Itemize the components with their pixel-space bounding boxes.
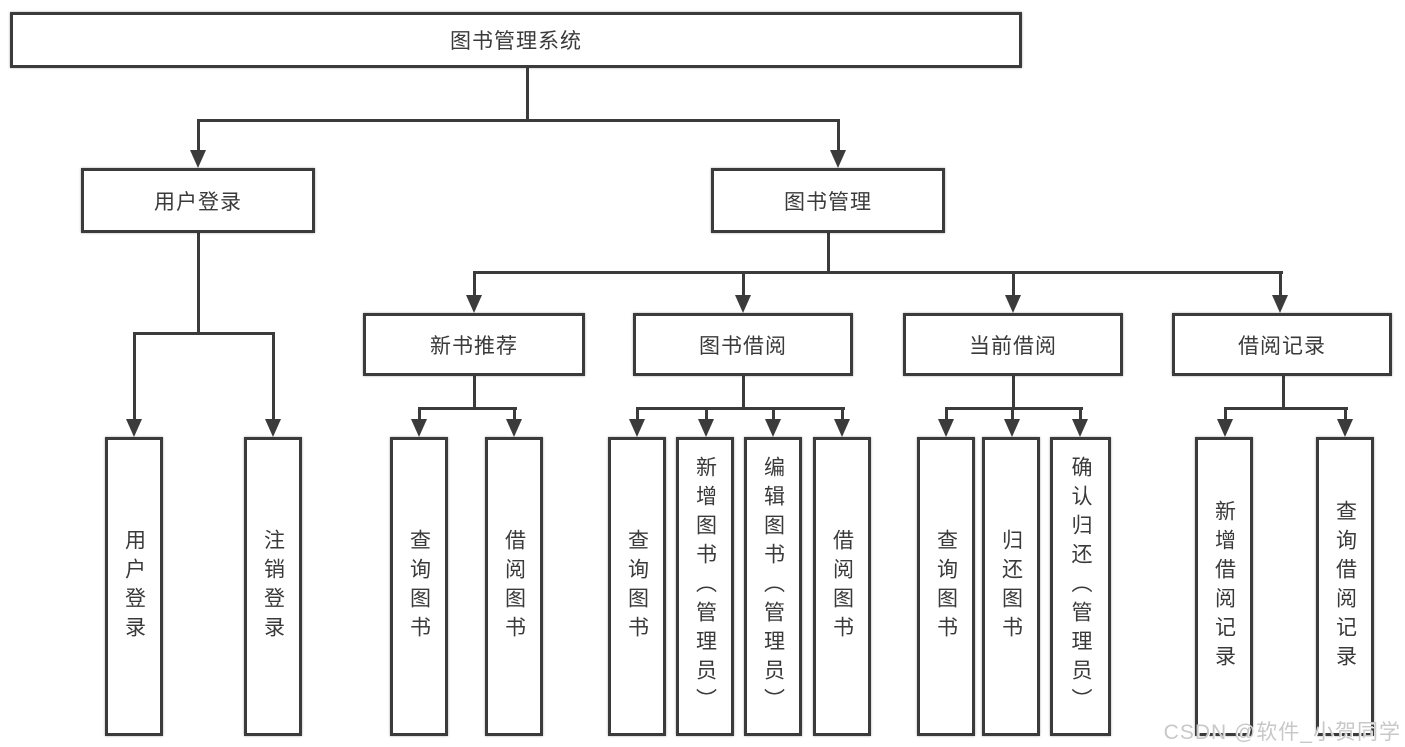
- leaf-label: 用户登录: [122, 528, 146, 645]
- connector-line: [636, 407, 845, 410]
- leaf-label: 编辑图书（管理员）: [761, 456, 785, 717]
- connector-line: [472, 376, 476, 409]
- node-book-borrowing: 图书借阅: [633, 313, 853, 376]
- arrow-down-icon: [1217, 419, 1233, 437]
- arrow-down-icon: [265, 419, 281, 437]
- connector-line: [1223, 408, 1227, 421]
- connector-line: [741, 272, 745, 297]
- connector-line: [945, 407, 1083, 410]
- leaf-label: 查询图书: [934, 528, 958, 645]
- connector-line: [836, 119, 840, 152]
- leaf-query-books-borrow: 查询图书: [608, 437, 666, 736]
- connector-line: [704, 408, 708, 421]
- node-book-management: 图书管理: [711, 168, 945, 233]
- connector-line: [635, 408, 639, 421]
- connector-line: [1278, 272, 1282, 297]
- connector-line: [132, 333, 136, 421]
- arrow-down-icon: [506, 419, 522, 437]
- leaf-label: 查询借阅记录: [1333, 499, 1357, 674]
- node-borrowing-records: 借阅记录: [1172, 313, 1392, 376]
- leaf-edit-books-admin: 编辑图书（管理员）: [744, 437, 802, 736]
- leaf-label: 借阅图书: [830, 528, 854, 645]
- connector-line: [417, 408, 421, 421]
- arrow-down-icon: [466, 295, 482, 313]
- connector-line: [741, 376, 745, 409]
- arrow-down-icon: [126, 419, 142, 437]
- connector-line: [473, 271, 1283, 274]
- connector-line: [1078, 408, 1082, 421]
- connector-line: [271, 333, 275, 421]
- arrow-down-icon: [1337, 419, 1353, 437]
- connector-line: [196, 233, 200, 334]
- connector-line: [1011, 272, 1015, 297]
- arrow-down-icon: [411, 419, 427, 437]
- connector-line: [826, 233, 830, 273]
- connector-line: [1343, 408, 1347, 421]
- node-library-management-system: 图书管理系统: [10, 12, 1022, 68]
- leaf-label: 归还图书: [999, 528, 1023, 645]
- watermark: CSDN @软件_小贺同学: [1163, 721, 1401, 744]
- leaf-label: 注销登录: [261, 528, 285, 645]
- connector-line: [197, 119, 840, 122]
- node-label: 新书推荐: [430, 334, 518, 358]
- node-label: 图书管理: [784, 190, 872, 214]
- connector-line: [525, 68, 529, 121]
- node-label: 借阅记录: [1238, 334, 1326, 358]
- connector-line: [133, 332, 275, 335]
- node-label: 当前借阅: [969, 334, 1057, 358]
- connector-line: [196, 119, 200, 152]
- connector-line: [944, 408, 948, 421]
- leaf-add-borrow-record: 新增借阅记录: [1195, 437, 1253, 736]
- node-label: 图书管理系统: [450, 30, 582, 53]
- leaf-query-books-recommend: 查询图书: [390, 437, 448, 736]
- connector-line: [1281, 376, 1285, 409]
- arrow-down-icon: [938, 419, 954, 437]
- leaf-borrow-books-recommend: 借阅图书: [485, 437, 543, 736]
- leaf-logout: 注销登录: [244, 437, 302, 736]
- leaf-return-books: 归还图书: [982, 437, 1040, 736]
- arrow-down-icon: [765, 419, 781, 437]
- arrow-down-icon: [1072, 419, 1088, 437]
- leaf-label: 新增借阅记录: [1212, 499, 1236, 674]
- leaf-label: 查询图书: [625, 528, 649, 645]
- arrow-down-icon: [830, 150, 846, 168]
- connector-line: [1224, 407, 1348, 410]
- leaf-label: 确认归还（管理员）: [1069, 456, 1092, 717]
- connector-line: [418, 407, 517, 410]
- arrow-down-icon: [629, 419, 645, 437]
- leaf-add-books-admin: 新增图书（管理员）: [676, 437, 734, 736]
- connector-line: [840, 408, 844, 421]
- leaf-query-borrow-record: 查询借阅记录: [1316, 437, 1374, 736]
- arrow-down-icon: [1004, 419, 1020, 437]
- node-user-login: 用户登录: [81, 168, 315, 233]
- arrow-down-icon: [1272, 295, 1288, 313]
- leaf-confirm-return-admin: 确认归还（管理员）: [1050, 437, 1111, 736]
- connector-line: [512, 408, 516, 421]
- leaf-query-books-current: 查询图书: [917, 437, 975, 736]
- node-label: 图书借阅: [699, 334, 787, 358]
- arrow-down-icon: [1005, 295, 1021, 313]
- leaf-borrow-books: 借阅图书: [813, 437, 871, 736]
- leaf-user-login: 用户登录: [105, 437, 163, 736]
- node-current-borrowing: 当前借阅: [903, 313, 1123, 376]
- leaf-label: 查询图书: [407, 528, 431, 645]
- connector-line: [472, 272, 476, 297]
- arrow-down-icon: [190, 150, 206, 168]
- arrow-down-icon: [735, 295, 751, 313]
- node-new-book-recommendation: 新书推荐: [363, 313, 585, 376]
- leaf-label: 新增图书（管理员）: [693, 456, 717, 717]
- leaf-label: 借阅图书: [502, 528, 526, 645]
- arrow-down-icon: [698, 419, 714, 437]
- node-label: 用户登录: [154, 190, 242, 214]
- arrow-down-icon: [834, 419, 850, 437]
- connector-line: [1011, 376, 1015, 409]
- connector-line: [1010, 408, 1014, 421]
- connector-line: [771, 408, 775, 421]
